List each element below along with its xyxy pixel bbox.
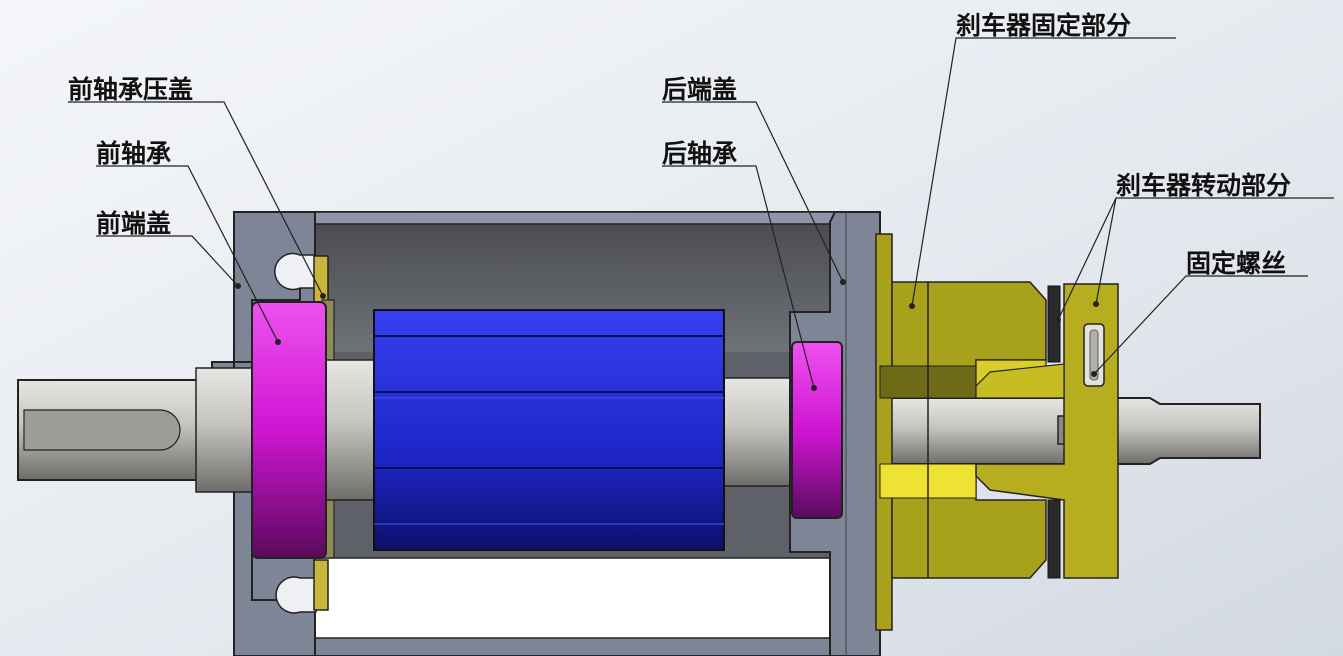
label-front-bearing: 前轴承 [96,139,171,168]
label-brake-rotating-part: 刹车器转动部分 [1116,171,1291,200]
label-front-bearing-cap: 前轴承压盖 [68,75,193,104]
leader-rear-bearing [662,165,815,389]
leader-front-bearing [96,165,279,343]
label-rear-end-cover: 后端盖 [662,75,737,104]
label-brake-fixed-part: 刹车器固定部分 [956,11,1131,40]
leader-fixing-screw [1093,275,1308,375]
leader-lines [68,37,1334,389]
leader-front-end-cover [96,235,239,287]
rotor [373,309,725,551]
leader-rear-end-cover [662,101,844,283]
leader-front-bearing-cap [68,101,324,297]
rear-bearing [791,341,843,519]
fixing-screw [1083,323,1105,387]
brake-fixed-part [875,233,1047,631]
front-bearing [251,301,327,559]
label-fixing-screw: 固定螺丝 [1186,249,1286,278]
motor-shaft [17,359,1261,501]
label-front-end-cover: 前端盖 [96,209,171,238]
label-rear-bearing: 后轴承 [662,139,737,168]
brake-rotating-part [975,283,1119,579]
leader-brake-fixed [911,37,1176,307]
leader-brake-rotating-b [1095,197,1117,305]
